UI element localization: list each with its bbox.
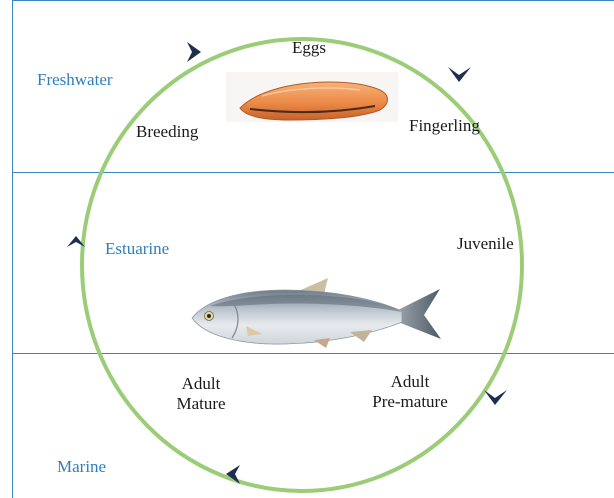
- stage-label-adult-mature-line2: Mature: [163, 394, 239, 414]
- zone-label-estuarine: Estuarine: [105, 240, 169, 257]
- stage-label-juvenile: Juvenile: [457, 234, 514, 254]
- stage-label-adult-mature: Adult Mature: [163, 374, 239, 413]
- stage-label-adult-mature-line1: Adult: [163, 374, 239, 394]
- stage-label-adult-premature-line2: Pre-mature: [358, 392, 462, 412]
- stage-label-eggs: Eggs: [292, 38, 326, 58]
- stage-label-fingerling: Fingerling: [409, 116, 480, 136]
- zone-label-marine: Marine: [57, 458, 106, 475]
- stage-label-adult-premature-line1: Adult: [358, 372, 462, 392]
- stage-label-breeding: Breeding: [136, 122, 198, 142]
- chevron-right-icon: [187, 42, 201, 62]
- egg-mass-photo: [226, 72, 398, 122]
- zone-label-freshwater: Freshwater: [37, 71, 113, 88]
- hilsa-fish-photo: [192, 278, 441, 348]
- chevron-down-icon: [484, 390, 507, 405]
- chevron-down-icon: [448, 67, 471, 82]
- stage-label-adult-premature: Adult Pre-mature: [358, 372, 462, 411]
